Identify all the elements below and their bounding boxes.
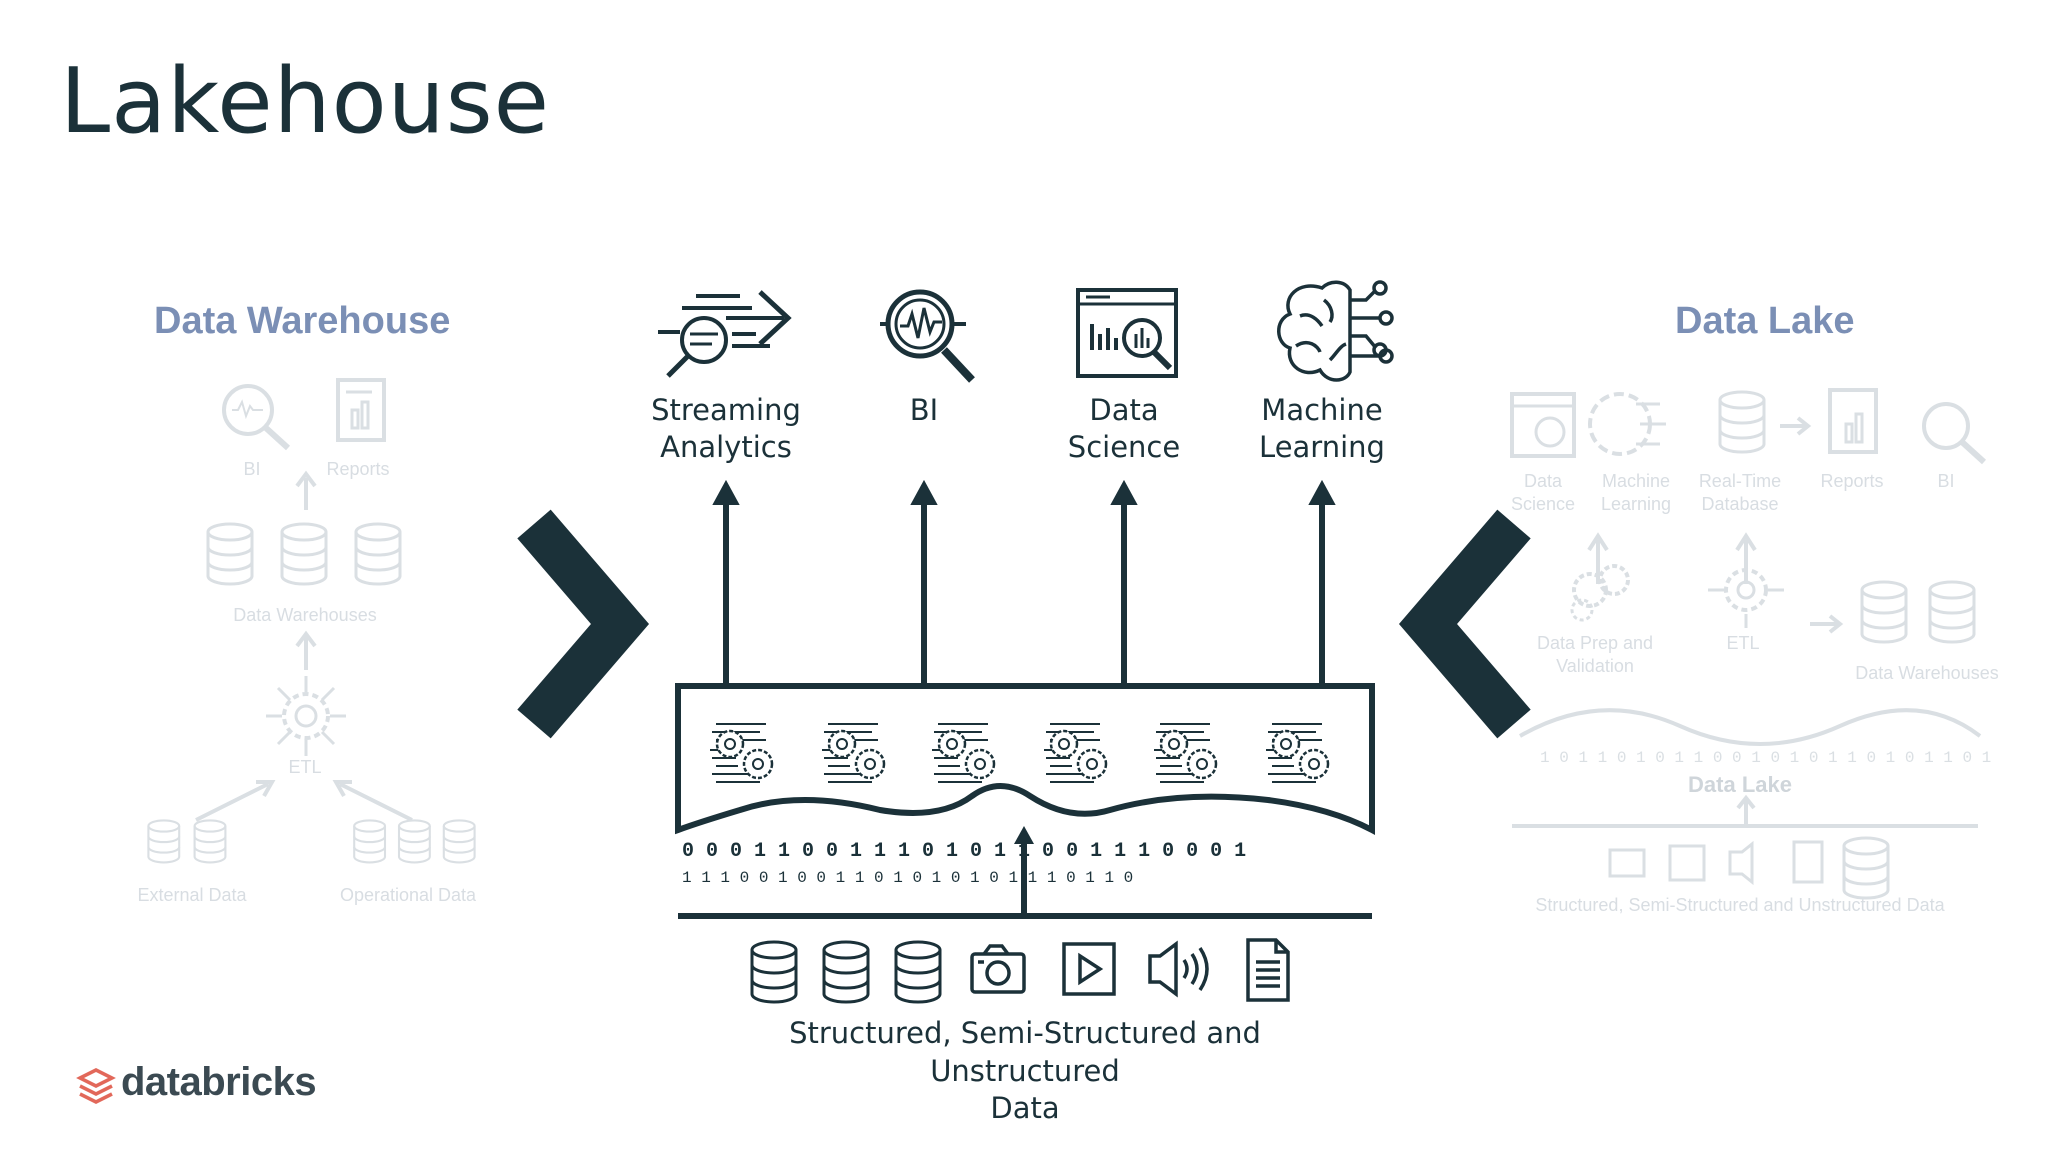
document-icon [1246,938,1290,1002]
dl-reports-icon [1828,388,1878,454]
data-lake-diagram: 1 0 1 1 0 1 0 1 1 0 0 1 0 1 0 1 1 0 1 0 … [1510,388,1991,900]
dw-database-icon [354,522,402,586]
dw-reports-label: Reports [326,459,390,479]
dl-etl-icon [1708,552,1784,628]
dl-prep-icon [1570,564,1630,622]
dl-data-science-label: Data Science [1510,471,1576,515]
dl-warehouse-db-icon [1928,580,1976,644]
dw-operational-db-icon [442,819,476,864]
dl-prep-label: Data Prep and Validation [1536,633,1654,677]
dl-warehouses-label: Data Warehouses [1855,663,1999,683]
lakehouse-layer [675,683,1375,835]
right-chevron-icon [517,509,650,739]
dl-ml-icon [1588,392,1666,456]
database-icon [894,940,942,1004]
dw-external-db-icon [147,819,181,864]
dw-reports-icon [336,378,386,442]
dw-operational-db-icon [397,819,431,864]
dl-etl-label: ETL [1726,633,1760,653]
storage-caption: Structured, Semi-Structured and Unstruct… [789,1016,1261,1126]
dw-external-label: External Data [137,885,247,905]
databricks-logo: databricks [121,1060,317,1104]
dw-operational-db-icon [353,819,387,864]
database-icon [750,940,798,1004]
dw-bi-icon [222,384,291,451]
binary-row-1: 0 0 0 1 1 0 0 1 1 1 0 1 0 1 1 0 0 1 1 1 … [682,840,1246,863]
app-label-streaming: Streaming Analytics [651,393,801,465]
dl-source-db-icon [1842,836,1890,900]
dl-reports-label: Reports [1820,471,1884,491]
app-label-bi: BI [909,393,939,427]
dl-realtime-db-icon [1718,390,1766,454]
dl-ml-label: Machine Learning [1600,471,1672,515]
dl-realtime-label: Real-Time Database [1698,471,1782,515]
dw-operational-label: Operational Data [339,885,477,905]
bi-icon [880,289,975,383]
machine-learning-icon [1277,280,1394,382]
data-warehouse-title: Data Warehouse [154,300,451,342]
data-lake-title: Data Lake [1675,300,1855,342]
dw-etl-icon [266,676,346,756]
left-chevron-icon [1398,509,1531,739]
databricks-logo-icon [76,1068,116,1104]
data-warehouse-diagram [147,378,476,864]
app-label-data-science: Data Science [1067,393,1181,465]
dw-database-icon [280,522,328,586]
video-icon [1062,942,1116,996]
page-title: Lakehouse [60,49,550,154]
dw-external-db-icon [193,819,227,864]
dw-warehouses-label: Data Warehouses [233,605,377,625]
audio-icon [1148,940,1209,998]
dl-warehouse-db-icon [1860,580,1908,644]
streaming-analytics-icon [658,290,792,378]
dl-sources-label: Structured, Semi-Structured and Unstruct… [1535,895,1945,915]
dl-bi-icon [1922,402,1987,465]
dl-bi-label: BI [1937,471,1955,491]
svg-text:1 0 1 1 0 1 0 1 1 0 0 1 0 1 0: 1 0 1 1 0 1 0 1 1 0 0 1 0 1 0 1 1 0 1 0 … [1540,749,1991,767]
dw-etl-label: ETL [288,757,322,777]
dw-bi-label: BI [243,459,261,479]
data-science-icon [1076,288,1178,378]
camera-icon [970,944,1026,994]
database-icon [822,940,870,1004]
dw-database-icon [206,522,254,586]
dl-data-science-icon [1510,392,1576,458]
binary-row-2: 1 1 1 0 0 1 0 0 1 1 0 1 0 1 0 1 0 1 1 1 … [682,869,1133,887]
dl-lake-label: Data Lake [1688,772,1792,797]
app-label-machine-learning: Machine Learning [1259,393,1385,465]
